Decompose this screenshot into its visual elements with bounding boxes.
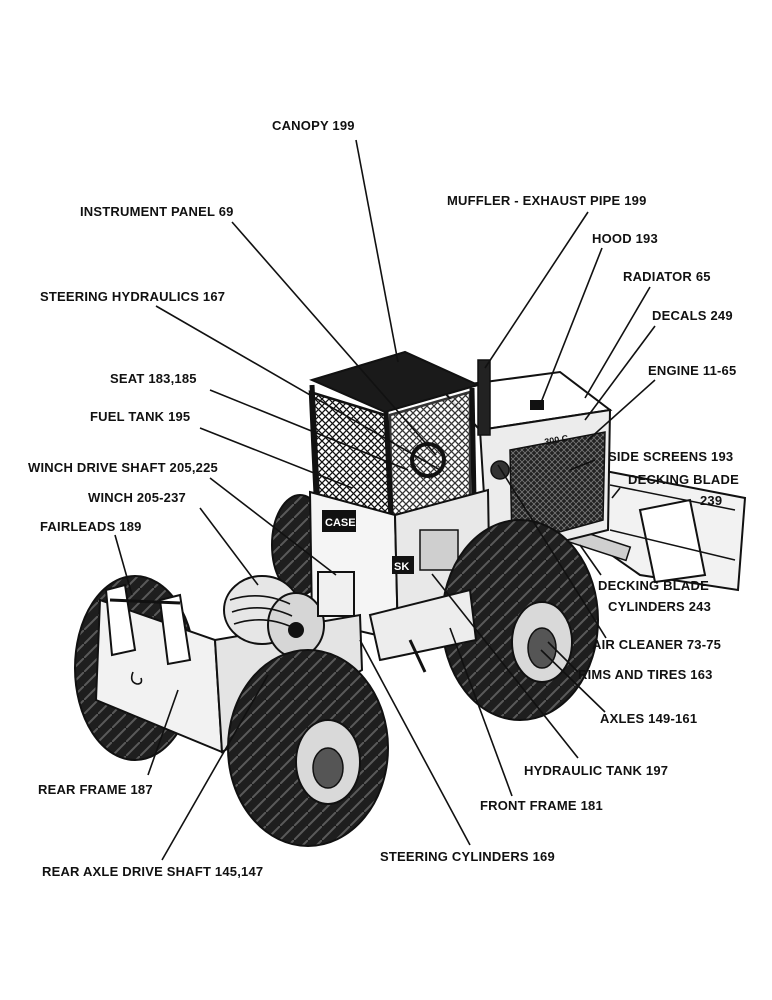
steering-wheel bbox=[410, 442, 446, 478]
label-fuel-tank: FUEL TANK 195 bbox=[90, 409, 190, 424]
label-winch-drive-shaft: WINCH DRIVE SHAFT 205,225 bbox=[28, 460, 218, 475]
label-radiator: RADIATOR 65 bbox=[623, 269, 711, 284]
label-air-cleaner: AIR CLEANER 73-75 bbox=[592, 637, 721, 652]
label-winch: WINCH 205-237 bbox=[88, 490, 186, 505]
label-side-screens: SIDE SCREENS 193 bbox=[608, 449, 733, 464]
label-decking-blade: DECKING BLADE bbox=[628, 472, 739, 487]
label-rear-frame: REAR FRAME 187 bbox=[38, 782, 153, 797]
label-seat: SEAT 183,185 bbox=[110, 371, 197, 386]
label-instrument-panel: INSTRUMENT PANEL 69 bbox=[80, 204, 234, 219]
leader-lines bbox=[114, 139, 656, 861]
label-rear-axle-drive-shaft: REAR AXLE DRIVE SHAFT 145,147 bbox=[42, 864, 263, 879]
front-right-tire bbox=[441, 519, 599, 721]
label-decals: DECALS 249 bbox=[652, 308, 733, 323]
label-canopy: CANOPY 199 bbox=[272, 118, 355, 133]
muffler-pipe bbox=[477, 359, 491, 436]
hydraulic-valves bbox=[419, 529, 459, 571]
side-mark-decal: SK bbox=[394, 561, 409, 573]
brand-decal: CASE bbox=[325, 517, 356, 529]
label-front-frame: FRONT FRAME 181 bbox=[480, 798, 603, 813]
model-decal: 300 C bbox=[544, 433, 570, 447]
canopy-cab bbox=[308, 350, 491, 531]
label-decking-blade-cylinders-line2: CYLINDERS 243 bbox=[608, 599, 711, 614]
label-hood: HOOD 193 bbox=[592, 231, 658, 246]
winch-assembly bbox=[223, 571, 355, 658]
rear-right-tire bbox=[227, 649, 389, 847]
label-fairleads: FAIRLEADS 189 bbox=[40, 519, 142, 534]
label-decking-blade-cylinders-line1: DECKING BLADE bbox=[598, 578, 709, 593]
label-hydraulic-tank: HYDRAULIC TANK 197 bbox=[524, 763, 668, 778]
label-muffler-exhaust-pipe: MUFFLER - EXHAUST PIPE 199 bbox=[447, 193, 647, 208]
label-engine: ENGINE 11-65 bbox=[648, 363, 736, 378]
label-steering-hydraulics: STEERING HYDRAULICS 167 bbox=[40, 289, 225, 304]
label-steering-cylinders: STEERING CYLINDERS 169 bbox=[380, 849, 555, 864]
skidder-illustration: 300 C CASE SK bbox=[74, 350, 747, 847]
hook-icon bbox=[130, 671, 143, 685]
label-axles: AXLES 149-161 bbox=[600, 711, 697, 726]
front-frame bbox=[368, 588, 478, 673]
callout-labels: CANOPY 199 INSTRUMENT PANEL 69 MUFFLER -… bbox=[28, 118, 739, 879]
label-rims-and-tires: RIMS AND TIRES 163 bbox=[578, 667, 713, 682]
label-decking-blade-number: 239 bbox=[700, 493, 722, 508]
